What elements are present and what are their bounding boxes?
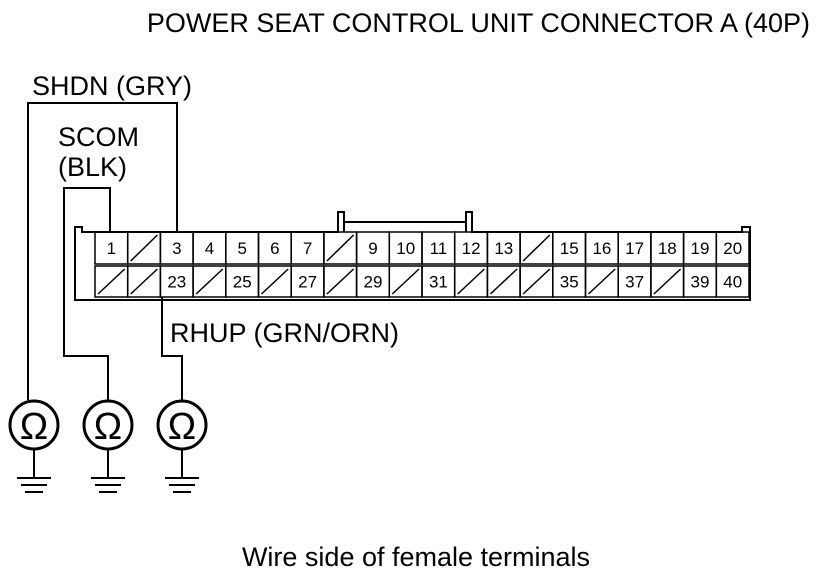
unused-terminal-mark [130, 234, 158, 262]
unused-terminal-mark [195, 268, 224, 295]
scom-label: SCOM [58, 122, 139, 152]
terminal-number: 1 [107, 239, 116, 258]
terminal-number: 7 [303, 239, 312, 258]
terminal-number: 20 [723, 239, 742, 258]
ground-icon [91, 449, 125, 493]
terminal-number: 19 [691, 239, 710, 258]
unused-terminal-mark [522, 268, 551, 295]
terminal-number: 3 [172, 239, 181, 258]
ohm-symbol: Ω [168, 406, 196, 448]
ohm-symbol: Ω [20, 406, 48, 448]
unused-terminal-mark [326, 268, 355, 295]
unused-terminal-mark [522, 234, 551, 262]
unused-terminal-mark [587, 268, 616, 295]
terminal-number: 17 [625, 239, 644, 258]
terminal-number: 31 [429, 273, 448, 292]
ground-icon [165, 449, 199, 493]
connector-body [74, 211, 751, 301]
unused-terminal-mark [653, 268, 682, 295]
unused-terminal-mark [457, 268, 485, 295]
unused-terminal-mark [326, 234, 355, 262]
ground-icon [17, 449, 51, 493]
terminal-number: 29 [364, 273, 383, 292]
unused-terminal-mark [97, 268, 126, 295]
ohmmeter-2: Ω [82, 399, 134, 493]
terminal-number: 9 [368, 239, 377, 258]
scom-wire [63, 187, 111, 400]
shdn-wire [27, 102, 178, 400]
scom-color-label: (BLK) [58, 152, 127, 182]
unused-terminal-mark [391, 268, 420, 295]
ohm-symbol: Ω [94, 406, 122, 448]
terminal-number: 4 [205, 239, 214, 258]
terminal-number: 6 [270, 239, 279, 258]
terminal-number: 18 [658, 239, 677, 258]
wires [27, 102, 183, 400]
terminal-number: 15 [560, 239, 579, 258]
terminal-number: 12 [462, 239, 481, 258]
terminal-number: 35 [560, 273, 579, 292]
unused-terminal-mark [260, 268, 289, 295]
terminal-number: 23 [167, 273, 186, 292]
ohmmeter-3: Ω [156, 399, 208, 493]
terminal-number: 16 [592, 239, 611, 258]
diagram-caption: Wire side of female terminals [242, 542, 590, 572]
shdn-label: SHDN (GRY) [32, 71, 192, 101]
unused-terminal-mark [130, 268, 158, 295]
terminal-number: 37 [625, 273, 644, 292]
rhup-label: RHUP (GRN/ORN) [170, 318, 399, 348]
connector-cell [715, 265, 750, 298]
terminal-number: 11 [430, 239, 448, 258]
rhup-wire [161, 297, 183, 400]
terminal-number: 39 [691, 273, 710, 292]
connector-cell [715, 231, 750, 265]
unused-terminal-mark [489, 268, 518, 295]
terminal-number: 27 [298, 273, 317, 292]
diagram-title: POWER SEAT CONTROL UNIT CONNECTOR A (40P… [147, 8, 810, 38]
ohmmeter-1: Ω [8, 399, 60, 493]
terminal-number: 10 [396, 239, 415, 258]
terminal-number: 13 [494, 239, 513, 258]
terminal-number: 25 [233, 273, 252, 292]
terminal-number: 5 [237, 239, 246, 258]
terminal-number: 40 [723, 273, 742, 292]
